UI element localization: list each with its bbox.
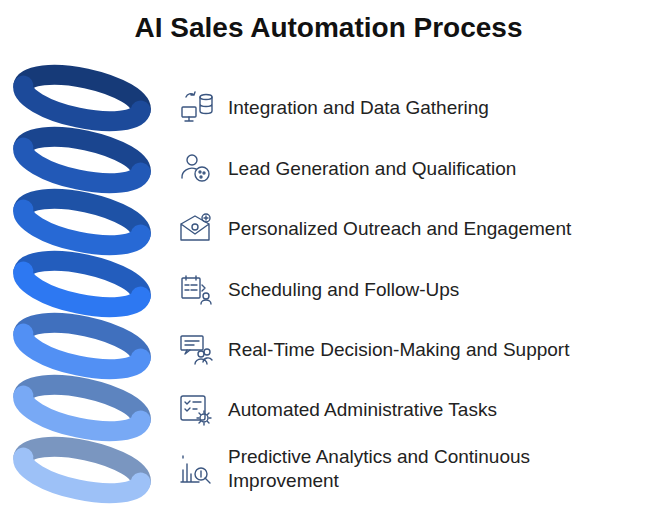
step-label: Predictive Analytics and Continuous Impr… (228, 445, 588, 493)
step-label: Lead Generation and Qualification (228, 157, 648, 181)
step-label: Scheduling and Follow-Ups (228, 278, 648, 302)
step-label: Personalized Outreach and Engagement (228, 217, 648, 241)
icon-data (182, 92, 212, 121)
coil (19, 66, 145, 502)
icon-outreach (181, 214, 210, 240)
coil-front (19, 396, 141, 441)
icon-lead (182, 155, 209, 181)
coil-front (19, 272, 141, 317)
icon-support (181, 336, 212, 364)
icon-admin (181, 396, 211, 425)
icon-calendar (182, 276, 211, 304)
coil-front (19, 86, 141, 131)
coil-front (19, 148, 141, 193)
icon-analytics (181, 456, 210, 483)
step-label: Integration and Data Gathering (228, 96, 648, 120)
title: AI Sales Automation Process (0, 12, 657, 44)
coil-front (19, 210, 141, 255)
coil-front (19, 458, 141, 503)
step-label: Automated Administrative Tasks (228, 398, 648, 422)
step-label: Real-Time Decision-Making and Support (228, 338, 648, 362)
coil-front (19, 334, 141, 379)
